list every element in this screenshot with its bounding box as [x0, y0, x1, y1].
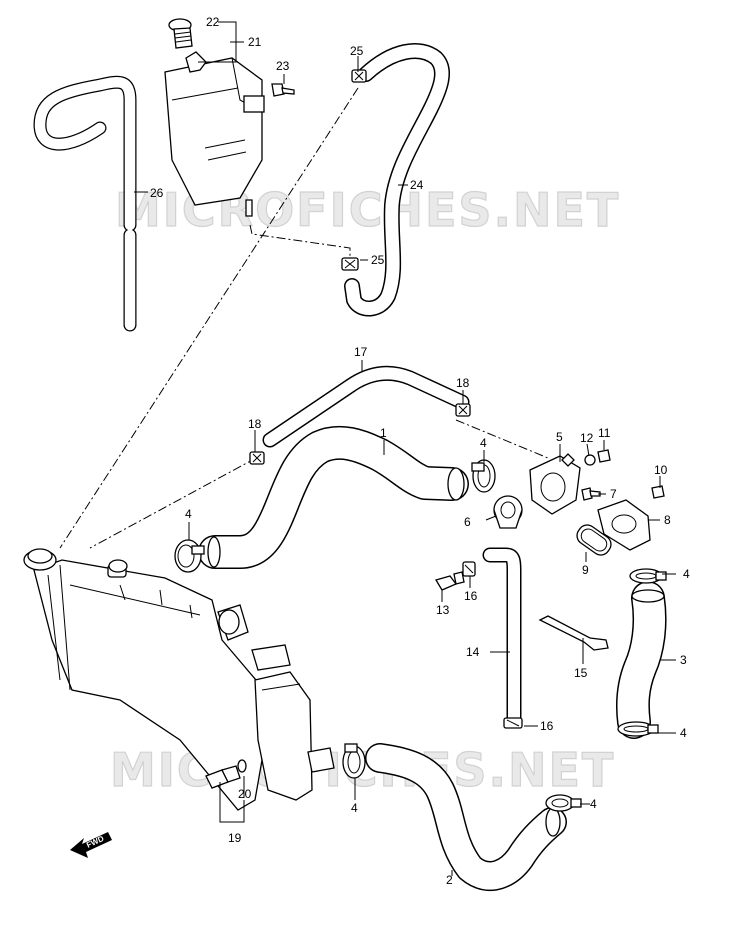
- callout-15: 15: [574, 666, 588, 680]
- washer-20: [237, 759, 247, 773]
- hose-2: [365, 743, 567, 891]
- reservoir-cap: [168, 18, 207, 73]
- hose-26: [33, 75, 137, 332]
- clamp-18-left: [249, 451, 265, 465]
- temp-sensor: [205, 765, 241, 789]
- callout-12: 12: [580, 431, 594, 445]
- callout-4-hose3-bottom: 4: [680, 726, 687, 740]
- callout-13: 13: [436, 603, 450, 617]
- callout-10: 10: [654, 463, 668, 477]
- clamp-4-e: [342, 743, 366, 779]
- cable-tie-15: [538, 615, 609, 651]
- clamp-25-lower: [341, 257, 359, 271]
- bolt-11: [597, 449, 611, 463]
- radiator: [23, 548, 335, 811]
- callout-11: 11: [598, 426, 611, 440]
- callout-17: 17: [354, 345, 368, 359]
- callout-25-lower: 25: [371, 253, 385, 267]
- clamp-25-upper: [351, 69, 367, 83]
- clamp-4-d: [617, 721, 659, 737]
- hose-1: [198, 425, 469, 569]
- callout-4-radiator: 4: [185, 507, 192, 521]
- hose-3: [615, 581, 667, 739]
- callout-18-right: 18: [456, 376, 470, 390]
- hose-24: [344, 43, 450, 317]
- callout-4-thermo: 4: [480, 436, 487, 450]
- reservoir-tank: [164, 57, 265, 217]
- callout-24: 24: [410, 178, 424, 192]
- bolt-7: [581, 487, 601, 501]
- callout-6: 6: [464, 515, 471, 529]
- callout-22: 22: [206, 15, 220, 29]
- fitting-13: [435, 571, 465, 591]
- clamp-18-right: [455, 403, 471, 417]
- callout-20: 20: [238, 787, 252, 801]
- hose-17: [262, 365, 470, 448]
- callout-19: 19: [228, 831, 242, 845]
- fwd-direction-arrow: FWD: [70, 832, 112, 858]
- callout-21: 21: [248, 35, 262, 49]
- bolt-10: [651, 485, 665, 499]
- washer-12: [584, 454, 596, 466]
- routing-line-tank: [249, 224, 351, 260]
- callout-25-upper: 25: [350, 44, 364, 58]
- callout-18-left: 18: [248, 417, 262, 431]
- callout-9: 9: [582, 563, 589, 577]
- callout-3: 3: [680, 653, 687, 667]
- callout-7: 7: [610, 487, 617, 501]
- clamp-4-a: [471, 459, 496, 493]
- callout-5: 5: [556, 430, 563, 444]
- callout-2: 2: [446, 873, 453, 887]
- bolt-23: [271, 83, 295, 97]
- clamp-4-b: [174, 539, 205, 573]
- callout-14: 14: [466, 645, 480, 659]
- callout-26: 26: [150, 186, 164, 200]
- callout-16-upper: 16: [464, 589, 478, 603]
- clamp-16-upper: [462, 561, 476, 577]
- routing-line-18: [89, 457, 257, 549]
- clamp-16-lower: [503, 717, 523, 729]
- callout-labels: 22 21 23 25 24 26 25 17 18 18 1 4 5 11 1…: [150, 15, 690, 887]
- clamp-4-f: [545, 794, 582, 812]
- clamp-4-c: [629, 568, 667, 584]
- callout-23: 23: [276, 59, 290, 73]
- callout-4-hose2-right: 4: [590, 797, 597, 811]
- routing-line-cap: [59, 87, 359, 549]
- o-ring: [576, 524, 612, 556]
- routing-line-thermo: [455, 419, 549, 459]
- callout-4-hose3-top: 4: [683, 567, 690, 581]
- thermostat-cover: [529, 453, 581, 515]
- leader-lines: [134, 21, 676, 876]
- callout-8: 8: [664, 513, 671, 527]
- thermostat: [493, 495, 523, 529]
- hose-14: [482, 547, 522, 728]
- thermostat-housing: [597, 499, 651, 551]
- callout-4-hose2-left: 4: [351, 801, 358, 815]
- callout-1: 1: [380, 426, 387, 440]
- callout-16-lower: 16: [540, 719, 554, 733]
